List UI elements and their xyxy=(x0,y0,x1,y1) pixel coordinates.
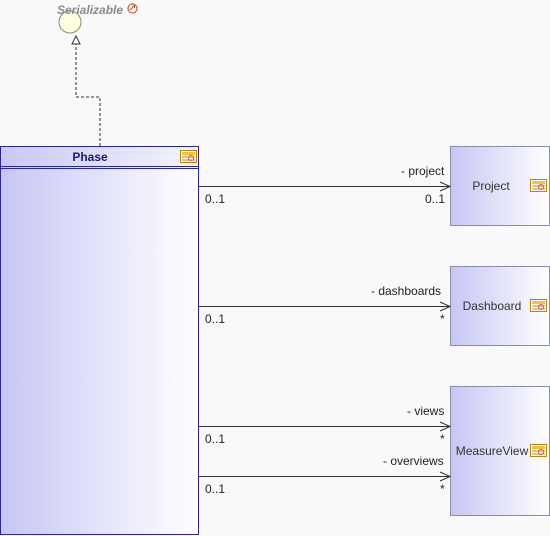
role-label-project: - project xyxy=(401,164,445,178)
measureview-title: MeasureView xyxy=(455,444,529,458)
role-label-views: - views xyxy=(407,404,445,418)
realization-arrowhead xyxy=(71,34,81,45)
target-multiplicity: 0..1 xyxy=(425,192,446,206)
uml-interface-icon xyxy=(127,3,138,14)
target-multiplicity: * xyxy=(440,432,445,446)
project-title: Project xyxy=(472,179,510,193)
source-multiplicity: 0..1 xyxy=(205,432,226,446)
source-multiplicity: 0..1 xyxy=(205,312,226,326)
target-multiplicity: * xyxy=(440,482,445,496)
realization-line xyxy=(75,44,101,146)
interface-serializable[interactable] xyxy=(58,10,82,34)
class-phase[interactable] xyxy=(0,146,199,535)
association-overviews[interactable] xyxy=(199,471,452,482)
phase-title: Phase xyxy=(72,150,108,164)
uml-class-icon xyxy=(530,444,547,457)
association-views[interactable] xyxy=(199,421,452,432)
interface-circle xyxy=(58,10,82,34)
association-arrowhead xyxy=(439,301,452,312)
uml-class-icon xyxy=(530,299,547,312)
association-arrowhead xyxy=(439,181,452,192)
realization-connector[interactable] xyxy=(71,34,101,146)
association-arrowhead xyxy=(439,471,452,482)
association-arrowhead xyxy=(439,421,452,432)
source-multiplicity: 0..1 xyxy=(205,192,226,206)
uml-class-icon xyxy=(530,179,547,192)
association-project[interactable] xyxy=(199,181,452,192)
association-dashboards[interactable] xyxy=(199,301,452,312)
interface-name: Serializable xyxy=(57,3,124,17)
uml-class-icon xyxy=(180,150,197,163)
phase-header xyxy=(0,146,199,167)
target-multiplicity: * xyxy=(440,312,445,326)
role-label-dashboards: - dashboards xyxy=(371,284,442,298)
dashboard-title: Dashboard xyxy=(462,299,522,313)
source-multiplicity: 0..1 xyxy=(205,482,226,496)
role-label-overviews: - overviews xyxy=(383,454,444,468)
phase-body xyxy=(0,146,199,535)
